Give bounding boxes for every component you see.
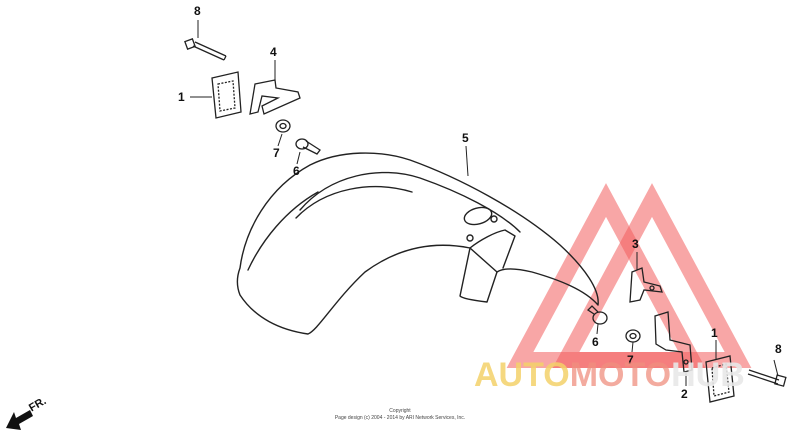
copyright-title: Copyright bbox=[389, 408, 411, 414]
callout-2: 2 bbox=[681, 387, 688, 401]
bracket-lower-2 bbox=[654, 311, 693, 373]
callout-1-upper: 1 bbox=[178, 90, 185, 104]
bracket-upper bbox=[249, 79, 301, 115]
callout-6-lower: 6 bbox=[592, 335, 599, 349]
bolt-upper-left bbox=[184, 38, 227, 61]
watermark-part-moto: MOTO bbox=[569, 356, 672, 394]
screw-upper bbox=[295, 138, 321, 155]
watermark-part-hub: HUB bbox=[671, 356, 745, 394]
callout-3: 3 bbox=[632, 237, 639, 251]
rubber-pad-lower-right bbox=[705, 355, 735, 403]
bracket-lower-3 bbox=[629, 267, 663, 303]
callout-6-upper: 6 bbox=[293, 164, 300, 178]
nut-upper bbox=[275, 119, 291, 133]
bolt-lower-right bbox=[747, 369, 787, 387]
screw-lower bbox=[586, 305, 608, 325]
watermark-part-auto: AUTO bbox=[474, 356, 570, 394]
callout-8-upper: 8 bbox=[194, 4, 201, 18]
watermark-text: AUTOMOTOHUB bbox=[474, 358, 745, 392]
callout-7-lower: 7 bbox=[627, 353, 634, 367]
copyright-notice: Page design (c) 2004 - 2014 by ARI Netwo… bbox=[334, 415, 466, 421]
callout-5: 5 bbox=[462, 131, 469, 145]
rubber-pad-upper-left bbox=[211, 71, 242, 119]
front-fender bbox=[236, 152, 599, 335]
callout-7-upper: 7 bbox=[273, 146, 280, 160]
callout-4: 4 bbox=[270, 45, 277, 59]
callout-1-lower: 1 bbox=[711, 326, 718, 340]
nut-lower bbox=[625, 329, 641, 343]
watermark-logo-icon bbox=[506, 183, 752, 368]
leader-lines bbox=[190, 20, 779, 386]
callout-8-lower: 8 bbox=[775, 342, 782, 356]
front-arrow-icon bbox=[6, 410, 33, 430]
